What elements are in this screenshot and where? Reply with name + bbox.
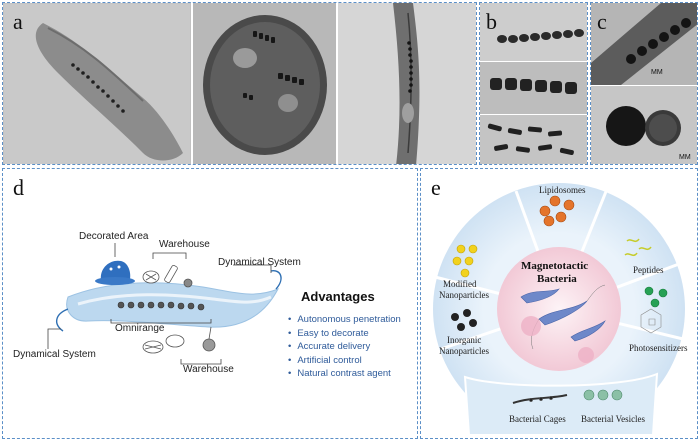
advantage-item: Natural contrast agent — [288, 367, 401, 381]
label-omnirange: Omnirange — [115, 323, 165, 334]
label-bacterial-cages: Bacterial Cages — [509, 414, 566, 424]
panel-c: c MM MM — [590, 2, 698, 165]
panel-d-label: d — [13, 175, 24, 200]
label-decorated-area: Decorated Area — [79, 231, 149, 242]
bacterium-schematic — [47, 243, 282, 365]
mm-annotation-bottom: MM — [679, 154, 691, 161]
tem-image-b1 — [480, 3, 587, 61]
panel-b: b — [479, 2, 588, 165]
label-dynamical-system-left: Dynamical System — [13, 349, 96, 360]
tem-image-a1 — [3, 3, 191, 164]
mm-annotation-top: MM — [651, 69, 663, 76]
panel-a-label: a — [13, 9, 23, 34]
tem-image-a2 — [193, 3, 336, 164]
panel-b-label: b — [486, 9, 497, 34]
label-peptides: Peptides — [633, 265, 664, 275]
label-inorganic-nanoparticles-line2: Nanoparticles — [439, 346, 489, 356]
label-warehouse-top: Warehouse — [159, 239, 210, 250]
panel-e-label: e — [431, 175, 441, 200]
label-lipidosomes: Lipidosomes — [539, 185, 586, 195]
panel-a: a — [2, 2, 477, 165]
advantage-item: Accurate delivery — [288, 340, 401, 354]
tem-image-a3 — [338, 3, 476, 164]
advantages-title: Advantages — [301, 289, 375, 304]
wheel-diagram — [433, 183, 685, 436]
label-modified-nanoparticles-line2: Nanoparticles — [439, 290, 489, 300]
tem-image-b3 — [480, 115, 587, 164]
advantages-list: Autonomous penetration Easy to decorate … — [288, 313, 401, 381]
advantage-item: Autonomous penetration — [288, 313, 401, 327]
label-modified-nanoparticles-line1: Modified — [443, 279, 477, 289]
panel-e: e — [420, 168, 698, 439]
tem-image-b2 — [480, 62, 587, 114]
center-title-line1: Magnetotactic — [521, 260, 589, 272]
panel-d: d — [2, 168, 418, 439]
label-photosensitizers: Photosensitizers — [629, 343, 688, 353]
label-dynamical-system-right: Dynamical System — [218, 257, 301, 268]
panel-c-label: c — [597, 9, 607, 34]
tem-image-c2: MM — [591, 86, 697, 164]
advantage-item: Easy to decorate — [288, 327, 401, 341]
advantage-item: Artificial control — [288, 354, 401, 368]
center-title-line2: Bacteria — [537, 273, 577, 285]
tem-image-c1: MM — [591, 3, 697, 85]
label-bacterial-vesicles: Bacterial Vesicles — [581, 414, 646, 424]
label-warehouse-bottom: Warehouse — [183, 364, 234, 375]
label-inorganic-nanoparticles-line1: Inorganic — [447, 335, 482, 345]
